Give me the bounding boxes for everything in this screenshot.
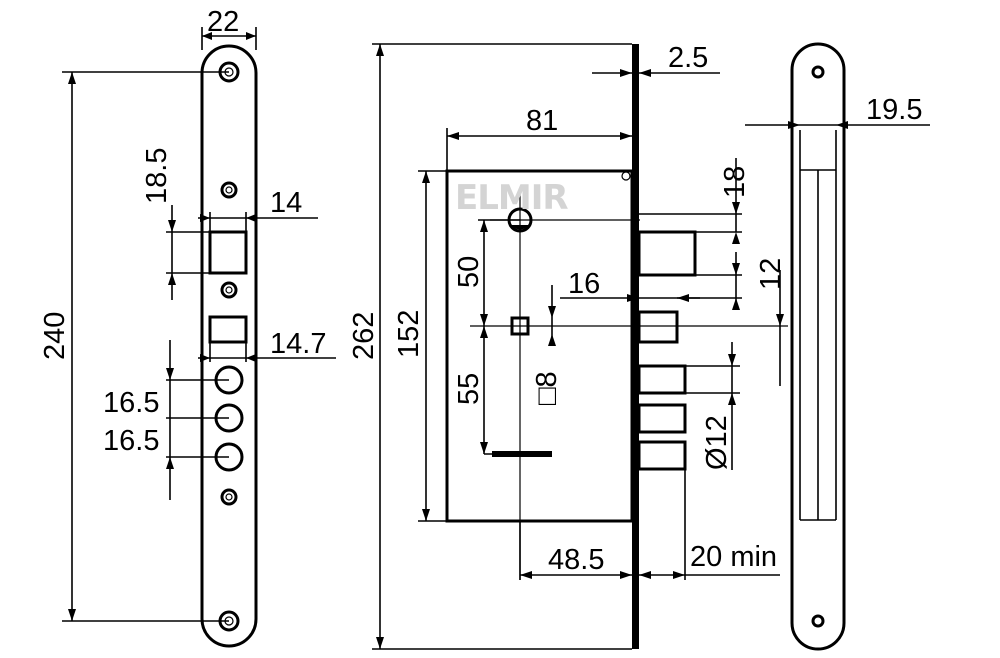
dim-backset: 48.5 [519, 521, 632, 580]
dim-label-262: 262 [348, 312, 380, 360]
latch-bolt [637, 230, 697, 277]
strike-plate-view [790, 42, 846, 651]
dim-faceplate-width: 22 [201, 6, 257, 50]
dim-body-depth: 81 [446, 105, 632, 171]
watermark-logo: ELMIR [455, 178, 568, 218]
dim-label-19-5: 19.5 [866, 94, 922, 126]
lock-body-view [445, 44, 788, 649]
dim-bolt-diameter: Ø12 [685, 342, 740, 470]
dim-bolt-step: 16 [560, 268, 700, 302]
dim-label-48-5: 48.5 [548, 544, 604, 576]
dead-bolt-3 [637, 440, 687, 471]
dim-label-55: 55 [453, 373, 485, 405]
dim-label-14: 14 [270, 187, 302, 219]
dim-min-throw: 20 min [639, 469, 780, 580]
dim-deadbolt-width: 14.7 [198, 328, 336, 362]
strike-screw-bottom [811, 614, 825, 628]
dim-faceplate-length: 240 [39, 71, 229, 622]
screw-hole-upper [220, 181, 238, 199]
dead-bolt-2 [637, 403, 687, 434]
dim-label-16: 16 [568, 268, 600, 300]
dim-label-20-min: 20 min [690, 541, 777, 573]
dim-label-square-8: □8 [531, 371, 563, 405]
dim-label-152: 152 [393, 310, 425, 358]
faceplate-outline [200, 44, 258, 648]
deadbolt-opening [208, 315, 248, 344]
dim-body-height: 152 [393, 170, 447, 522]
key-slot [492, 451, 552, 457]
screw-hole-lower [220, 488, 238, 506]
dim-label-2-5: 2.5 [668, 42, 708, 74]
dim-label-50: 50 [453, 256, 485, 288]
dim-label-81: 81 [526, 105, 558, 137]
strike-plate-outline [790, 42, 846, 651]
dim-label-22: 22 [207, 6, 239, 38]
dim-label-240: 240 [39, 312, 71, 360]
dim-label-16-5-a: 16.5 [103, 387, 159, 419]
dim-latch-height: 18 [639, 158, 751, 244]
square-bolt [637, 310, 679, 344]
lock-case [445, 169, 634, 523]
dim-spindle-distances: 50 55 [453, 219, 520, 455]
faceplate-side [632, 44, 639, 649]
dim-faceplate-thickness: 2.5 [592, 42, 720, 77]
dim-strike-width: 19.5 [745, 94, 930, 129]
strike-screw-top [811, 65, 825, 79]
screw-hole-middle [220, 281, 238, 299]
dim-label-16-5-b: 16.5 [103, 425, 159, 457]
dim-label-18: 18 [719, 166, 751, 198]
dim-total-height: 262 [348, 43, 632, 650]
dim-hole-spacing: 16.5 16.5 [103, 340, 229, 500]
dim-label-dia-12: Ø12 [701, 415, 733, 470]
dim-cylinder-square: □8 [531, 285, 563, 405]
dim-upper-offset: 18.5 [141, 148, 210, 300]
latch-opening [208, 230, 248, 275]
dead-bolt-1 [637, 364, 687, 395]
dim-label-18-5: 18.5 [141, 148, 173, 204]
dim-label-12: 12 [755, 258, 787, 290]
dim-label-14-7: 14.7 [270, 328, 326, 360]
dim-latch-width: 14 [198, 187, 318, 232]
